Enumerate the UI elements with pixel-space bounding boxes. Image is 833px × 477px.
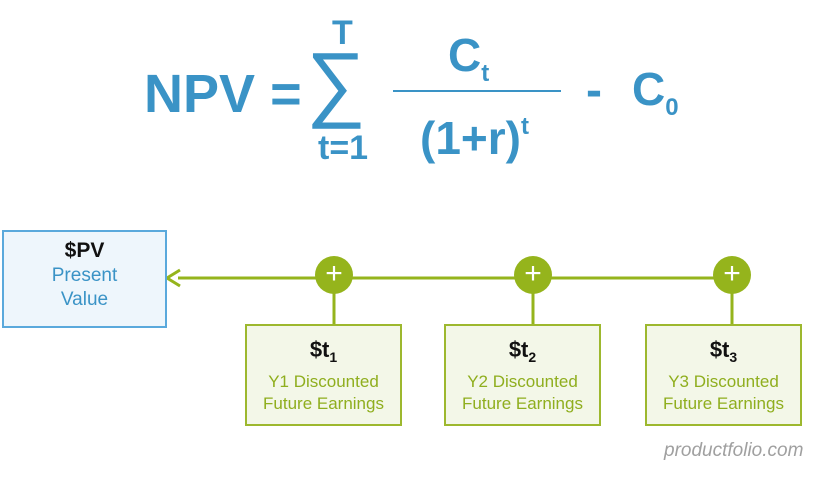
c0-base: C <box>632 63 666 115</box>
fraction-denominator: (1+r)t <box>420 100 529 165</box>
c0-subscript: 0 <box>665 94 679 121</box>
cash-flow-title: $t3 <box>647 336 800 371</box>
present-value-line1: Present <box>51 265 118 286</box>
watermark: productfolio.com <box>664 440 804 461</box>
cash-flow-title-subscript: 3 <box>729 349 738 365</box>
present-value-line2: Value <box>60 289 109 310</box>
plus-icon: + <box>713 256 751 294</box>
cash-flow-title-subscript: 1 <box>329 349 338 365</box>
fraction-bar <box>393 90 561 92</box>
formula-equals: = <box>270 64 302 124</box>
initial-investment-term: C0 <box>632 62 679 135</box>
numerator-subscript: t <box>481 60 490 87</box>
sum-upper-limit: T <box>332 14 353 52</box>
sum-lower-limit: t=1 <box>318 129 369 167</box>
numerator-base: C <box>448 29 482 81</box>
denominator-exponent: t <box>520 113 529 140</box>
cash-flow-title-subscript: 2 <box>528 349 537 365</box>
formula-lhs: NPV = <box>144 62 302 126</box>
cash-flow-title: $t1 <box>247 336 400 371</box>
cash-flow-title-base: $t <box>309 337 330 362</box>
cash-flow-title: $t2 <box>446 336 599 371</box>
plus-icon: + <box>514 256 552 294</box>
cash-flow-line1: Y2 Discounted <box>467 372 578 391</box>
arrow-left-icon <box>164 268 181 288</box>
cash-flow-line2: Future Earnings <box>263 394 384 413</box>
sigma-icon: ∑ <box>306 35 366 129</box>
present-value-title: $PV <box>64 239 105 262</box>
cash-flow-line2: Future Earnings <box>462 394 583 413</box>
plus-icon: + <box>315 256 353 294</box>
cash-flow-box-y2: $t2 Y2 Discounted Future Earnings <box>444 324 601 426</box>
present-value-box: $PV Present Value <box>2 230 167 328</box>
cash-flow-line2: Future Earnings <box>663 394 784 413</box>
cash-flow-line1: Y3 Discounted <box>668 372 779 391</box>
cash-flow-title-base: $t <box>709 337 730 362</box>
cash-flow-box-y3: $t3 Y3 Discounted Future Earnings <box>645 324 802 426</box>
cash-flow-line1: Y1 Discounted <box>268 372 379 391</box>
cash-flow-title-base: $t <box>508 337 529 362</box>
fraction-numerator: Ct <box>448 28 489 101</box>
formula-minus: - <box>586 64 602 117</box>
denominator-base: (1+r) <box>420 112 521 164</box>
formula-npv-label: NPV <box>144 64 256 124</box>
cash-flow-box-y1: $t1 Y1 Discounted Future Earnings <box>245 324 402 426</box>
npv-formula: NPV = T ∑ t=1 Ct (1+r)t - C0 <box>0 0 833 180</box>
